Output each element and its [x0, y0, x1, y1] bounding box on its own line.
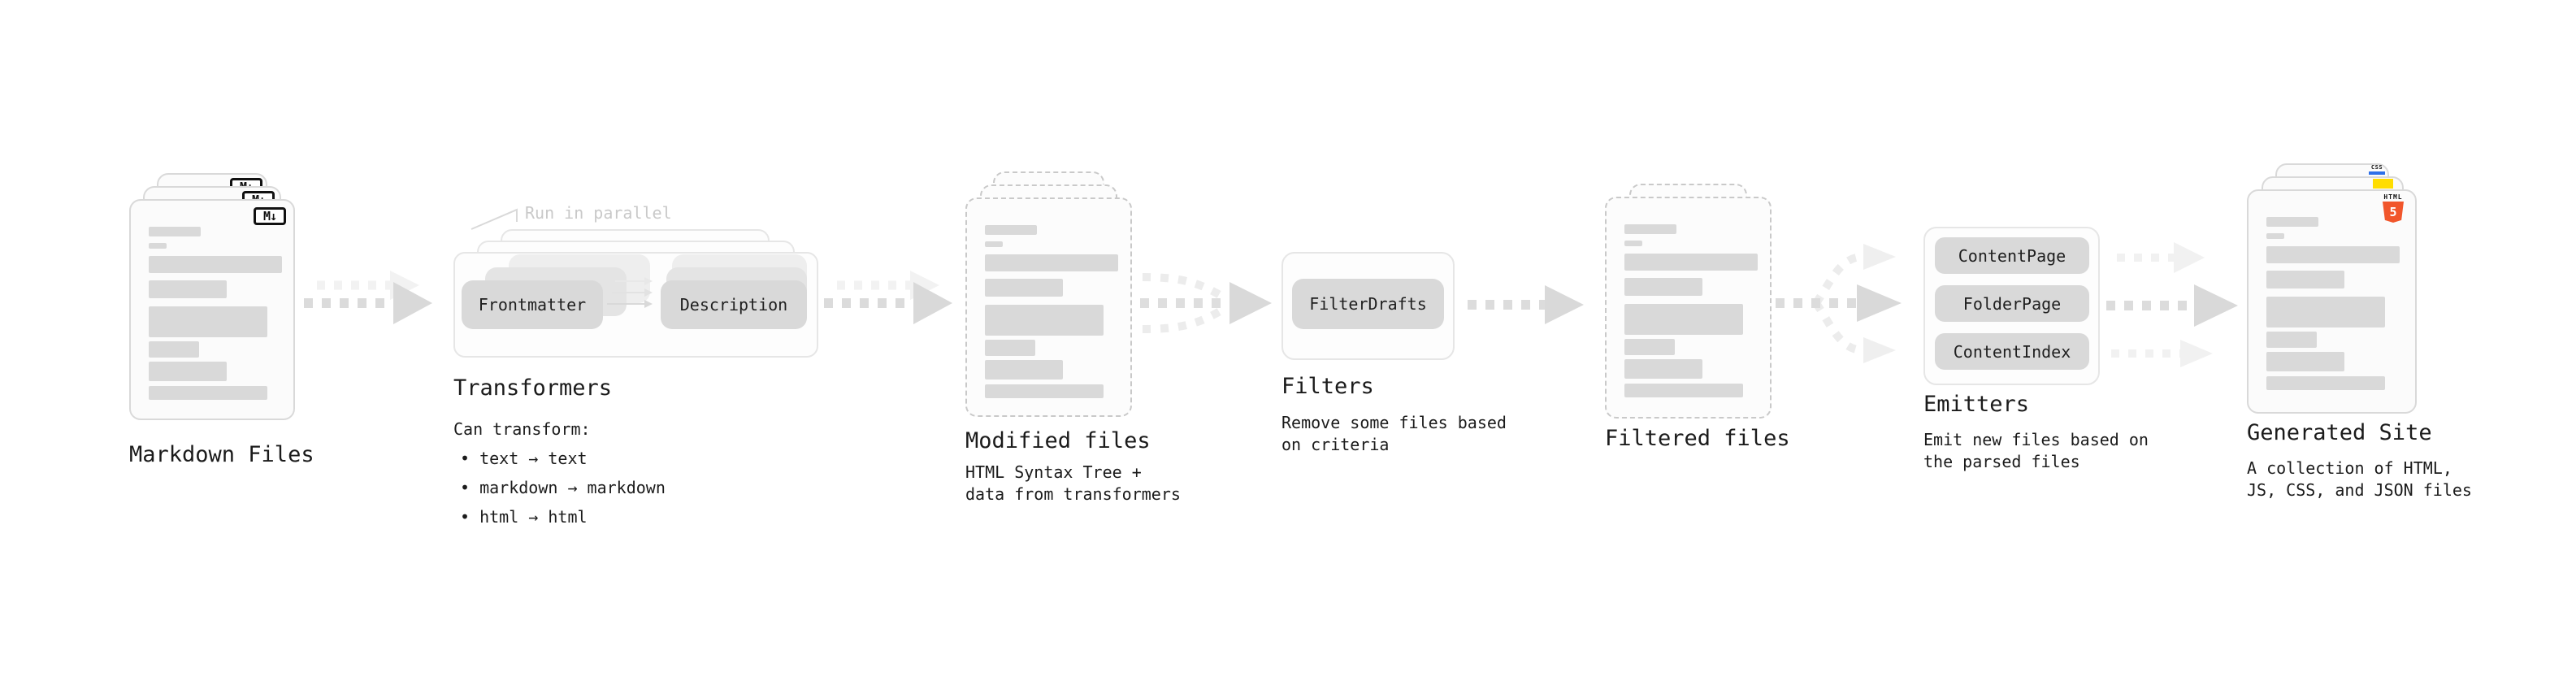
css-icon-bar [2369, 171, 2385, 175]
placeholder-bar [149, 243, 167, 249]
placeholder-bar [985, 225, 1037, 235]
placeholder-bar [2266, 233, 2284, 239]
frontmatter-box: Frontmatter [462, 280, 603, 329]
placeholder-bar [1624, 384, 1743, 397]
html5-icon: HTML 5 [2382, 193, 2405, 223]
description-box: Description [661, 280, 807, 329]
modified-files-note: HTML Syntax Tree + data from transformer… [965, 462, 1181, 504]
arrow-transformers-to-modified [824, 271, 952, 324]
css-icon-label: CSS [2370, 164, 2383, 171]
arrow-modified-to-filters [1140, 273, 1272, 333]
generated-site-note: A collection of HTML, JS, CSS, and JSON … [2247, 458, 2472, 500]
placeholder-bar [985, 241, 1003, 247]
file-content-placeholder [131, 201, 293, 419]
emitters-note: Emit new files based on the parsed files [1923, 430, 2149, 471]
placeholder-bar [149, 341, 199, 358]
placeholder-bar [2266, 332, 2317, 348]
generated-site-label: Generated Site [2247, 420, 2432, 445]
filters-note: Remove some files based on criteria [1281, 413, 1507, 454]
placeholder-bar [1624, 254, 1758, 271]
run-in-parallel-annotation: Run in parallel [525, 203, 672, 223]
can-transform-title: Can transform: [453, 419, 591, 439]
emitters-label: Emitters [1923, 392, 2030, 417]
file-card-front [965, 197, 1132, 417]
placeholder-bar [2266, 297, 2385, 327]
transform-bullet: • text → text [460, 449, 588, 468]
emitter-content-index-box: ContentIndex [1935, 333, 2089, 370]
placeholder-bar [2266, 246, 2400, 263]
mini-arrow [615, 277, 653, 285]
file-card-front [129, 199, 295, 420]
filtered-files-label: Filtered files [1605, 426, 1790, 451]
file-content-placeholder [2249, 191, 2415, 412]
mini-arrow [612, 288, 653, 297]
file-card-front [1605, 197, 1772, 419]
arrow-filtered-to-emitters [1776, 244, 1902, 363]
placeholder-bar [2266, 352, 2344, 371]
placeholder-bar [149, 306, 267, 337]
placeholder-bar [985, 384, 1104, 398]
html5-icon-shield: 5 [2383, 202, 2404, 223]
filters-label: Filters [1281, 374, 1374, 399]
placeholder-bar [2266, 376, 2385, 390]
placeholder-bar [149, 362, 227, 381]
filter-drafts-box: FilterDrafts [1292, 279, 1444, 329]
emitter-content-page-box: ContentPage [1935, 237, 2089, 274]
arrow-markdown-to-transformers [304, 271, 432, 324]
annotation-leader-line [471, 208, 518, 230]
transform-bullet: • html → html [460, 507, 588, 527]
placeholder-bar [985, 360, 1063, 380]
placeholder-bar [985, 254, 1118, 271]
modified-files-label: Modified files [965, 428, 1151, 453]
placeholder-bar [1624, 359, 1702, 379]
transform-bullet-list: • text → text • markdown → markdown • ht… [460, 444, 666, 531]
placeholder-bar [985, 305, 1104, 336]
placeholder-bar [149, 386, 267, 400]
arrow-emitter-bottom-to-site [2111, 340, 2213, 367]
placeholder-bar [1624, 278, 1702, 296]
placeholder-bar [149, 256, 282, 273]
placeholder-bar [985, 340, 1035, 356]
markdown-icon: M↓ [254, 207, 286, 225]
transformers-label: Transformers [453, 375, 613, 401]
css-icon: CSS [2369, 164, 2385, 175]
arrow-emitter-mid-to-site [2106, 284, 2238, 327]
placeholder-bar [1624, 224, 1676, 234]
placeholder-bar [149, 227, 201, 236]
placeholder-bar [2266, 271, 2344, 288]
js-icon [2373, 179, 2393, 189]
file-content-placeholder [1607, 198, 1770, 417]
placeholder-bar [149, 280, 227, 298]
placeholder-bar [1624, 304, 1743, 335]
file-content-placeholder [967, 199, 1130, 415]
placeholder-bar [985, 279, 1063, 297]
transform-bullet: • markdown → markdown [460, 478, 666, 497]
placeholder-bar [1624, 339, 1675, 355]
emitter-folder-page-box: FolderPage [1935, 285, 2089, 322]
arrow-emitter-top-to-site [2117, 242, 2205, 273]
arrow-filters-to-filtered [1468, 285, 1584, 324]
placeholder-bar [1624, 241, 1642, 246]
placeholder-bar [2266, 217, 2318, 227]
markdown-files-label: Markdown Files [129, 442, 314, 467]
file-card-front [2247, 189, 2417, 414]
mini-arrow [607, 300, 653, 308]
html5-icon-word: HTML [2383, 193, 2403, 201]
